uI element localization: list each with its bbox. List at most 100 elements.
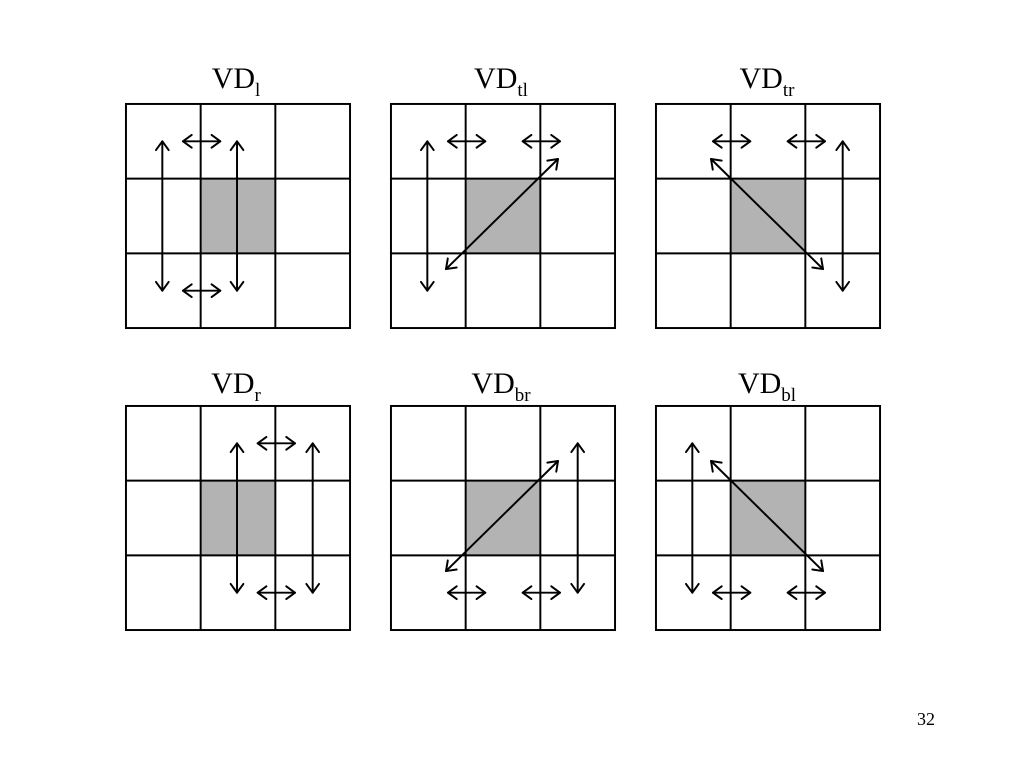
- grid-panel-r: [124, 404, 352, 632]
- arrow-head: [546, 460, 560, 473]
- arrow-head: [521, 585, 533, 601]
- arrow-horizontal-bottom-right: [521, 585, 561, 601]
- grid-border: [124, 404, 352, 632]
- arrow-head: [229, 442, 245, 454]
- arrow-head: [475, 133, 487, 149]
- arrow-head: [305, 442, 321, 454]
- arrow-head: [835, 140, 851, 152]
- arrow-diagonal-bottom-left-to-top-right: [445, 158, 560, 271]
- panel-title-tl: VDtl: [421, 62, 581, 101]
- arrow-head: [154, 280, 170, 292]
- arrow-head: [305, 582, 321, 594]
- arrow-head: [740, 585, 752, 601]
- arrow-vertical-left-long: [684, 442, 700, 594]
- arrow-head: [710, 460, 723, 473]
- arrow-shaft: [445, 460, 560, 573]
- title-subscript: l: [255, 80, 261, 101]
- arrow-head: [181, 133, 193, 149]
- arrow-head: [154, 140, 170, 152]
- panel-title-bl: VDbl: [687, 367, 847, 406]
- panel-title-br: VDbr: [421, 367, 581, 406]
- arrow-head: [229, 582, 245, 594]
- arrow-vertical-center: [229, 442, 245, 594]
- panel-title-r: VDr: [156, 367, 316, 406]
- arrow-horizontal-bottom-center: [256, 585, 296, 601]
- arrow-head: [419, 140, 435, 152]
- arrow-vertical-right-long: [305, 442, 321, 594]
- title-main: VD: [471, 367, 515, 400]
- arrow-head: [550, 133, 561, 149]
- arrow-head: [285, 435, 296, 451]
- arrow-horizontal-top-center: [181, 133, 222, 149]
- arrow-head: [229, 280, 245, 292]
- arrow-head: [285, 585, 296, 601]
- grid-panel-br: [389, 404, 617, 632]
- grid-panel-tl: [389, 102, 617, 330]
- arrow-head: [684, 442, 700, 454]
- title-subscript: tl: [517, 80, 528, 101]
- arrow-horizontal-top-center: [256, 435, 296, 451]
- grid-border: [654, 102, 882, 330]
- grid-panel-l: [124, 102, 352, 330]
- arrow-horizontal-bottom-left: [711, 585, 752, 601]
- arrow-shaft: [710, 158, 825, 271]
- arrow-diagonal-top-left-to-bottom-right: [710, 158, 825, 271]
- shaded-cell: [200, 178, 276, 254]
- title-main: VD: [474, 62, 518, 95]
- title-main: VD: [211, 367, 255, 400]
- panel-title-l: VDl: [156, 62, 316, 101]
- arrow-head: [446, 133, 458, 149]
- arrow-head: [786, 585, 798, 601]
- arrow-head: [550, 585, 561, 601]
- grid-border: [654, 404, 882, 632]
- arrow-head: [711, 133, 723, 149]
- arrow-head: [475, 585, 487, 601]
- arrow-head: [740, 133, 752, 149]
- grid-border: [124, 102, 352, 330]
- title-main: VD: [737, 367, 782, 400]
- arrow-horizontal-bottom-left: [446, 585, 487, 601]
- page-number: 32: [917, 709, 935, 729]
- arrow-shaft: [445, 158, 560, 271]
- arrow-vertical-right-long: [570, 442, 586, 594]
- title-subscript: tr: [782, 80, 795, 101]
- arrow-head: [256, 585, 268, 601]
- arrow-head: [446, 585, 458, 601]
- arrow-head: [811, 257, 825, 271]
- arrow-shaft: [710, 460, 825, 573]
- arrow-head: [445, 559, 458, 573]
- arrow-vertical-left-long: [154, 140, 170, 292]
- arrow-horizontal-top-right: [521, 133, 561, 149]
- arrow-head: [710, 158, 723, 171]
- arrow-head: [521, 133, 533, 149]
- grid-panel-bl: [654, 404, 882, 632]
- shaded-cell: [465, 178, 541, 254]
- arrow-vertical-left-long: [419, 140, 435, 292]
- arrow-head: [229, 140, 245, 152]
- grid-border: [389, 102, 617, 330]
- arrow-horizontal-top-right: [786, 133, 826, 149]
- arrow-head: [786, 133, 798, 149]
- panel-title-tr: VDtr: [687, 62, 847, 101]
- title-subscript: br: [514, 385, 531, 406]
- title-main: VD: [739, 62, 783, 95]
- arrow-head: [811, 559, 825, 573]
- arrow-vertical-center: [229, 140, 245, 292]
- arrow-head: [815, 585, 826, 601]
- arrow-head: [570, 582, 586, 594]
- arrow-head: [256, 435, 268, 451]
- arrow-head: [419, 280, 435, 292]
- arrow-horizontal-top-left: [711, 133, 752, 149]
- arrow-head: [181, 283, 193, 299]
- title-subscript: r: [254, 385, 261, 406]
- arrow-head: [445, 257, 458, 271]
- arrow-head: [815, 133, 826, 149]
- arrow-head: [835, 280, 851, 292]
- title-main: VD: [211, 62, 256, 95]
- arrow-horizontal-bottom-center: [181, 283, 222, 299]
- arrow-horizontal-top-left: [446, 133, 487, 149]
- grid-border: [389, 404, 617, 632]
- arrow-head: [210, 133, 222, 149]
- arrow-head: [546, 158, 560, 171]
- grid-panel-tr: [654, 102, 882, 330]
